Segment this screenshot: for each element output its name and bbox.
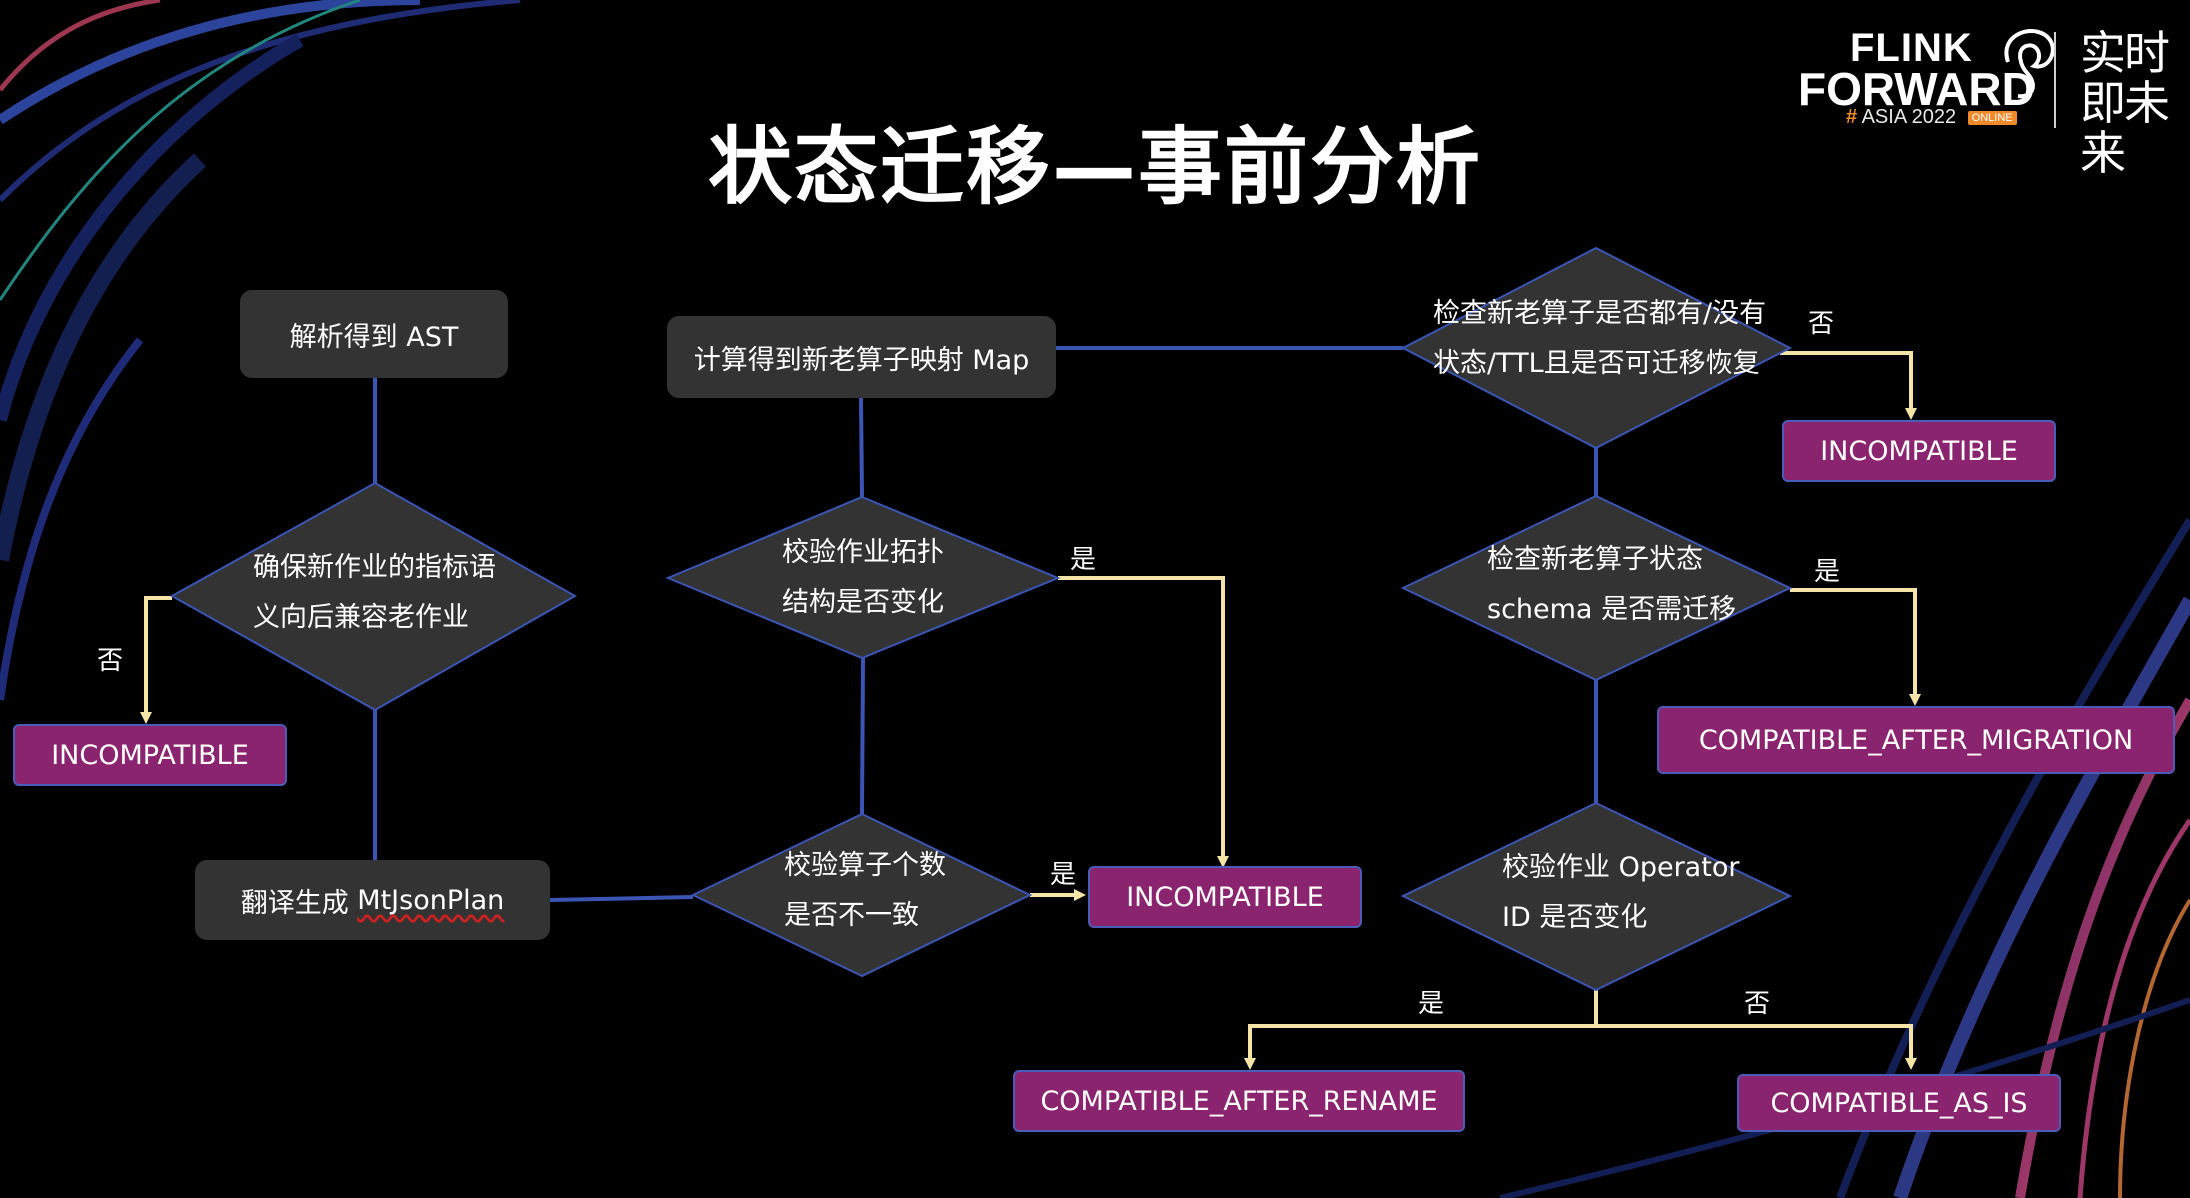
outcome-incompatible-right: INCOMPATIBLE — [1782, 420, 2056, 482]
decision-schema-text: 检查新老算子状态 schema 是否需迁移 — [1487, 535, 1736, 635]
node-parse-ast: 解析得到 AST — [240, 290, 508, 378]
decision-compat-text: 确保新作业的指标语 义向后兼容老作业 — [253, 543, 496, 643]
decision-ttl-line1: 检查新老算子是否都有/没有 — [1433, 298, 1767, 329]
edge-label-compat-no: 否 — [97, 646, 124, 676]
outcome-incompatible-mid-label: INCOMPATIBLE — [1126, 881, 1324, 913]
slide-title: 状态迁移—事前分析 — [707, 118, 1482, 216]
edge-translate-to-count — [549, 895, 694, 902]
outcome-after-rename-label: COMPATIBLE_AFTER_RENAME — [1040, 1085, 1438, 1117]
decision-count-line1: 校验算子个数 — [784, 850, 946, 881]
edge-label-topology-yes: 是 — [1070, 545, 1097, 575]
arrow-compat-no — [140, 596, 172, 724]
decision-ttl-diamond — [1400, 246, 1793, 450]
logo-event: # ASIA 2022 ONLINE — [1846, 106, 2017, 129]
outcome-after-migration: COMPATIBLE_AFTER_MIGRATION — [1657, 706, 2175, 774]
decision-compat-diamond — [169, 481, 578, 712]
edge-label-count-yes: 是 — [1050, 860, 1077, 890]
node-compute-map: 计算得到新老算子映射 Map — [667, 316, 1056, 398]
outcome-as-is: COMPATIBLE_AS_IS — [1737, 1074, 2061, 1132]
edge-label-opid-no: 否 — [1744, 989, 1771, 1019]
edge-topology-to-map — [859, 397, 864, 498]
arrow-opid-yes — [1244, 990, 1598, 1070]
logo-flink: FLINK — [1850, 26, 1973, 70]
decision-count-text: 校验算子个数 是否不一致 — [784, 841, 946, 941]
decision-schema-diamond — [1400, 494, 1793, 682]
decision-ttl-text: 检查新老算子是否都有/没有 状态/TTL且是否可迁移恢复 — [1433, 289, 1766, 389]
decision-schema-line2: schema 是否需迁移 — [1487, 594, 1737, 625]
node-compute-map-label: 计算得到新老算子映射 Map — [693, 344, 1030, 376]
arrow-topology-yes — [1058, 576, 1229, 868]
outcome-as-is-label: COMPATIBLE_AS_IS — [1770, 1087, 2028, 1119]
decision-ttl-line2: 状态/TTL且是否可迁移恢复 — [1433, 348, 1760, 379]
outcome-incompatible-mid: INCOMPATIBLE — [1088, 866, 1362, 928]
decision-opid-diamond — [1400, 801, 1793, 992]
decision-topology-line2: 结构是否变化 — [782, 587, 944, 618]
arrow-schema-yes — [1790, 588, 1921, 706]
decision-count-diamond — [690, 812, 1033, 978]
decision-topology-diamond — [665, 495, 1061, 660]
edge-count-to-topology — [860, 657, 865, 815]
outcome-incompatible-left-label: INCOMPATIBLE — [51, 739, 249, 771]
decision-opid-line2: ID 是否变化 — [1502, 902, 1648, 933]
decision-topology-line1: 校验作业拓扑 — [782, 537, 944, 568]
decision-count-line2: 是否不一致 — [784, 900, 919, 931]
logo-event-name: ASIA 2022 — [1861, 106, 1957, 128]
outcome-after-migration-label: COMPATIBLE_AFTER_MIGRATION — [1698, 724, 2134, 756]
squirrel-icon — [2004, 29, 2055, 99]
logo-slogan: 实时即未来 — [2080, 26, 2170, 180]
flink-forward-logo: FLINK FORWARD # ASIA 2022 ONLINE 实时即未来 — [1798, 22, 2178, 178]
node-translate-prefix: 翻译生成 — [240, 887, 358, 919]
logo-hash: # — [1846, 106, 1858, 128]
node-translate-term: MtJsonPlan — [357, 884, 505, 916]
decision-topology-text: 校验作业拓扑 结构是否变化 — [782, 528, 944, 628]
logo-online-badge: ONLINE — [1967, 111, 2017, 125]
decision-compat-line2: 义向后兼容老作业 — [253, 602, 469, 633]
outcome-incompatible-right-label: INCOMPATIBLE — [1820, 435, 2018, 467]
arrow-opid-no — [1596, 1024, 1917, 1070]
outcome-incompatible-left: INCOMPATIBLE — [13, 724, 287, 786]
logo-forward: FORWARD — [1798, 63, 2035, 115]
arrow-ttl-no — [1780, 351, 1917, 420]
decision-opid-line1: 校验作业 Operator — [1502, 852, 1740, 883]
edge-label-ttl-no: 否 — [1808, 309, 1835, 339]
decision-schema-line1: 检查新老算子状态 — [1487, 544, 1703, 575]
decision-opid-text: 校验作业 Operator ID 是否变化 — [1502, 843, 1739, 943]
edge-label-opid-yes: 是 — [1418, 989, 1445, 1019]
decision-compat-line1: 确保新作业的指标语 — [253, 552, 496, 583]
outcome-after-rename: COMPATIBLE_AFTER_RENAME — [1013, 1070, 1465, 1132]
edge-label-schema-yes: 是 — [1814, 557, 1841, 587]
node-translate-plan: 翻译生成 MtJsonPlan — [195, 860, 550, 940]
logo-divider — [2054, 32, 2056, 128]
node-parse-ast-label: 解析得到 AST — [289, 321, 459, 353]
